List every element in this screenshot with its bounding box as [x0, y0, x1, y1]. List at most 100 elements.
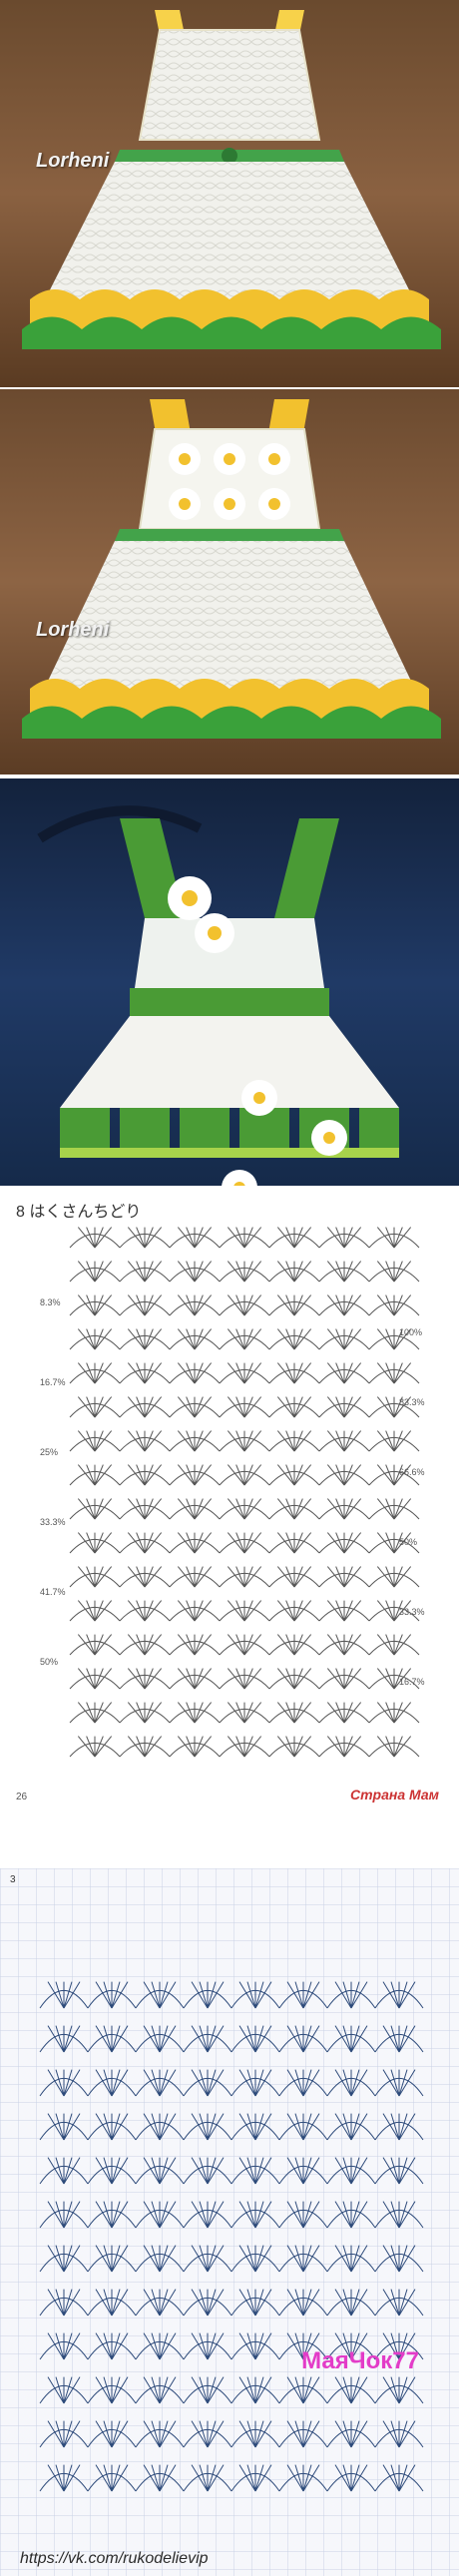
stitch-mark: [127, 1634, 146, 1656]
stitch-mark: [254, 2113, 272, 2141]
stitch-mark: [343, 1227, 353, 1249]
stitch-mark: [376, 1736, 395, 1758]
stitch-mark: [350, 2201, 360, 2229]
stitch-mark: [77, 1362, 96, 1384]
stitch-mark: [285, 1464, 295, 1486]
stitch-mark: [194, 1464, 204, 1486]
stitch-mark: [254, 2420, 272, 2448]
stitch-mark: [127, 1464, 146, 1486]
stitch-mark: [77, 1566, 96, 1588]
stitch-mark: [246, 2157, 256, 2185]
stitch-mark: [293, 1566, 303, 1588]
stitch-mark: [207, 2113, 225, 2141]
stitch-mark: [47, 2464, 65, 2492]
stitch-mark: [246, 2245, 256, 2273]
stitch-mark: [235, 1362, 245, 1384]
stitch-mark: [144, 1498, 163, 1520]
stitch-mark: [382, 2157, 400, 2185]
stitch-mark: [86, 1566, 96, 1588]
stitch-mark: [393, 1294, 412, 1316]
stitch-mark: [159, 2289, 169, 2317]
stitch-mark: [393, 1600, 412, 1622]
stitch-mark: [136, 1532, 146, 1554]
stitch-mark: [293, 1498, 303, 1520]
stitch-mark: [151, 2332, 161, 2360]
stitch-mark: [334, 2420, 352, 2448]
stitch-mark: [86, 1464, 96, 1486]
stitch-mark: [293, 1668, 312, 1690]
stitch-mark: [254, 2332, 264, 2360]
stitch-mark: [243, 1396, 253, 1418]
stitch-mark: [276, 1362, 295, 1384]
stitch-mark: [350, 1981, 368, 2009]
stitch-mark: [254, 2025, 272, 2053]
stitch-mark: [55, 2420, 65, 2448]
stitch-mark: [335, 1430, 345, 1452]
stitch-mark: [385, 1566, 395, 1588]
stitch-mark: [385, 1702, 395, 1724]
stitch-mark: [343, 1702, 353, 1724]
stitch-mark: [159, 2376, 169, 2404]
stitch-mark: [246, 2025, 256, 2053]
stitch-mark: [177, 1328, 196, 1350]
stitch-mark: [350, 2245, 360, 2273]
stitch-mark: [343, 1736, 362, 1758]
stitch-mark: [342, 2376, 352, 2404]
stitch-mark: [94, 1362, 104, 1384]
stitch-mark: [335, 1328, 345, 1350]
stitch-mark: [343, 1634, 362, 1656]
stitch-mark: [63, 2025, 81, 2053]
stitch-mark: [385, 1600, 395, 1622]
stitch-mark: [47, 2201, 65, 2229]
stitch-mark: [63, 2157, 81, 2185]
stitch-mark: [293, 1634, 303, 1656]
stitch-mark: [276, 1566, 295, 1588]
stitch-mark: [103, 2420, 113, 2448]
stitch-mark: [103, 2113, 113, 2141]
stitch-mark: [94, 1396, 104, 1418]
stitch-mark: [194, 1702, 204, 1724]
stitch-mark: [227, 1668, 245, 1690]
stitch-mark: [243, 1261, 262, 1283]
stitch-mark: [144, 1566, 163, 1588]
stitch-mark: [390, 2245, 400, 2273]
stitch-mark: [199, 2201, 209, 2229]
stitch-mark: [94, 1634, 113, 1656]
stitch-mark: [276, 1634, 295, 1656]
stitch-mark: [343, 1736, 353, 1758]
stitch-mark: [159, 2201, 177, 2229]
stitch-mark: [199, 2332, 209, 2360]
stitch-mark: [398, 2332, 408, 2360]
stitch-mark: [326, 1702, 345, 1724]
stitch-mark: [376, 1668, 395, 1690]
stitch-mark: [151, 2113, 161, 2141]
stitch-mark: [55, 2025, 65, 2053]
stitch-mark: [293, 1362, 303, 1384]
page-number: 26: [16, 1792, 28, 1803]
stitch-mark: [159, 2464, 169, 2492]
stitch-mark: [144, 1736, 154, 1758]
stitch-mark: [243, 1668, 253, 1690]
stitch-mark: [136, 1396, 146, 1418]
stitch-mark: [186, 1498, 196, 1520]
stitch-mark: [144, 1668, 154, 1690]
stitch-mark: [302, 2025, 312, 2053]
stitch-mark: [77, 1328, 96, 1350]
stitch-mark: [111, 2289, 129, 2317]
stitch-mark: [326, 1668, 345, 1690]
stitch-mark: [294, 2464, 304, 2492]
stitch-mark: [335, 1498, 345, 1520]
stitch-mark: [177, 1362, 196, 1384]
stitch-mark: [276, 1498, 295, 1520]
stitch-mark: [207, 2025, 217, 2053]
stitch-mark: [191, 2464, 209, 2492]
stitch-mark: [243, 1294, 253, 1316]
stitch-mark: [393, 1702, 403, 1724]
stitch-mark: [342, 2025, 352, 2053]
stitch-mark: [227, 1736, 245, 1758]
stitch-mark: [293, 1464, 312, 1486]
stitch-mark: [285, 1498, 295, 1520]
stitch-mark: [55, 2157, 65, 2185]
stitch-mark: [286, 2069, 304, 2097]
stitch-mark: [294, 2332, 304, 2360]
